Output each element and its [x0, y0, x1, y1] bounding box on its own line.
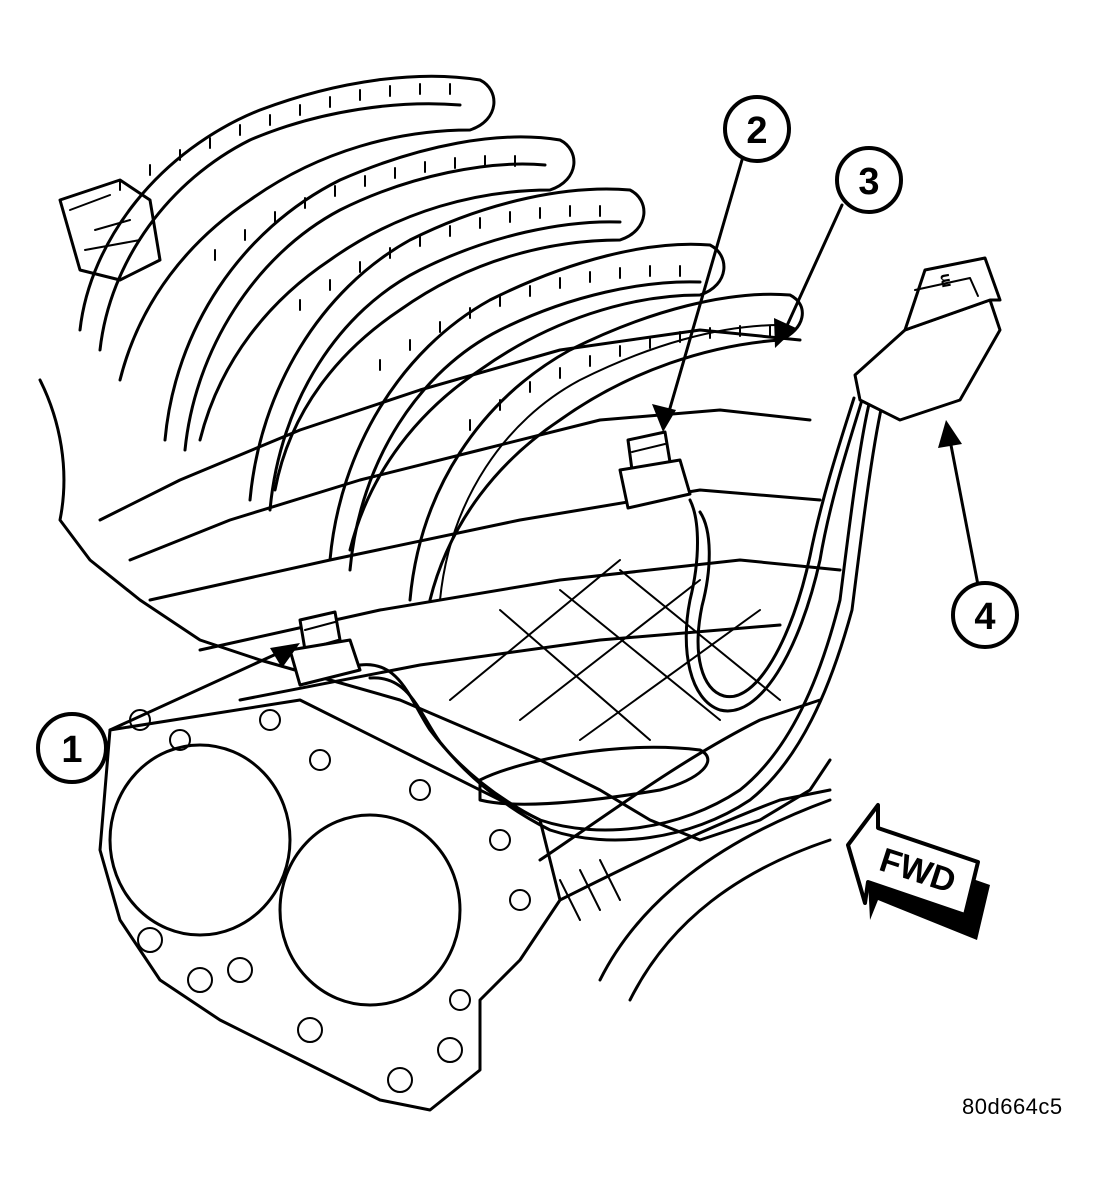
- callout-2-label: 2: [746, 110, 767, 152]
- block-edge: [538, 698, 832, 1002]
- harness-connector: m: [853, 256, 1002, 422]
- callout-4-label: 4: [974, 596, 995, 638]
- knock-sensor-1: [288, 610, 362, 687]
- knock-sensor-harness: [358, 396, 884, 842]
- manifold-lattice: [148, 488, 842, 806]
- head-gasket: [98, 698, 562, 1112]
- forward-direction-arrow: FWD: [846, 803, 990, 940]
- callout-3: 3: [774, 146, 903, 348]
- knock-sensor-2: [618, 430, 692, 510]
- intake-manifold: [78, 74, 804, 602]
- callout-1-label: 1: [61, 729, 82, 771]
- figure-id: 80d664c5: [962, 1094, 1063, 1119]
- callout-3-label: 3: [858, 161, 879, 203]
- callout-1: 1: [36, 643, 300, 784]
- connector-marking: m: [936, 272, 955, 289]
- engine-block: [38, 178, 832, 842]
- callout-4: 4: [938, 420, 1019, 649]
- callout-2: 2: [652, 95, 791, 432]
